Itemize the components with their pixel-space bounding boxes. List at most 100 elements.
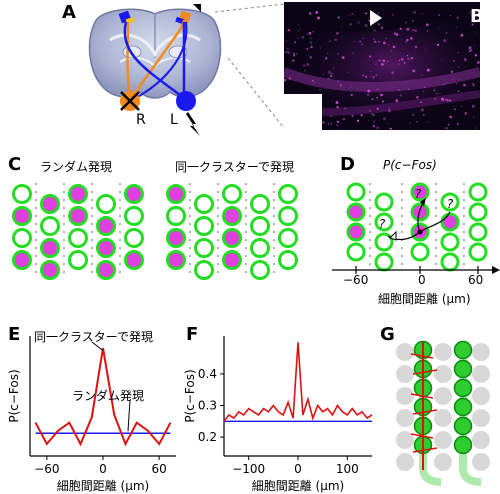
panel-letter-a: A (62, 2, 76, 23)
inactive-cell (468, 182, 488, 202)
connection-branch (410, 353, 434, 359)
active-cell (68, 184, 88, 204)
y-axis-label: P(c−Fos) (183, 369, 197, 422)
inactive-cell (194, 238, 214, 258)
axis-arrowhead (492, 266, 500, 274)
x-tick-label: −100 (232, 462, 265, 476)
inactive-cell (468, 222, 488, 242)
inactive-cell (124, 206, 144, 226)
connection-branch (410, 393, 434, 399)
x-tick-label: −60 (34, 462, 59, 476)
connection-branch (410, 433, 434, 439)
background-cell (472, 453, 490, 471)
arrowhead (420, 198, 426, 206)
y-tick-label: 0.4 (198, 367, 217, 381)
active-cell (124, 250, 144, 270)
y-tick-label: 0.2 (198, 430, 217, 444)
x-tick-label: 100 (336, 462, 359, 476)
x-tick-label: 0 (294, 462, 302, 476)
inactive-cell (250, 194, 270, 214)
active-cell (40, 194, 60, 214)
annotation-pointer (91, 341, 104, 352)
zoom-guide-top (214, 3, 285, 13)
title-cluster-expression: 同一クラスターで発現 (175, 160, 295, 174)
inactive-cell (194, 260, 214, 280)
inactive-cell (346, 242, 366, 262)
active-cell (96, 216, 116, 236)
active-cell (124, 184, 144, 204)
arrowhead (446, 206, 454, 214)
background-cell (396, 365, 414, 383)
background-cell (472, 387, 490, 405)
inactive-cell (278, 250, 298, 270)
background-cell (472, 431, 490, 449)
column-cell (453, 435, 473, 455)
inactive-cell (250, 260, 270, 280)
active-cell (440, 212, 460, 232)
cell-grid-cluster (166, 183, 298, 280)
column-cell (453, 416, 473, 436)
target-l-circle (176, 91, 196, 111)
distance-arc (419, 211, 451, 233)
active-cell (12, 206, 32, 226)
inactive-cell (96, 194, 116, 214)
active-cell (166, 250, 186, 270)
inactive-cell (410, 242, 430, 262)
title-random-expression: ランダム発現 (40, 160, 113, 174)
column-cell (453, 378, 473, 398)
inactive-cell (68, 250, 88, 270)
inactive-cell (222, 184, 242, 204)
arrowhead (389, 230, 397, 241)
panel-d-xtick-right: 60 (468, 273, 484, 287)
inactive-cell (166, 206, 186, 226)
inactive-cell (468, 202, 488, 222)
active-cell (96, 238, 116, 258)
inactive-cell (374, 212, 394, 232)
stimulation-bolt-icon (186, 112, 200, 136)
brain-schematic (88, 3, 285, 136)
label-r: R (136, 112, 146, 128)
connection-branch (412, 447, 438, 453)
annot-random-e: ランダム発現 (72, 389, 145, 403)
x-tick-label: 60 (152, 462, 167, 476)
chart-e: −60 0 60 P(c−Fos) 細胞間距離 (μm) (7, 336, 176, 493)
inactive-cell (12, 184, 32, 204)
cell-grid-distance: ??? (332, 182, 500, 274)
column-cell (453, 359, 473, 379)
x-tick-label: 0 (99, 462, 107, 476)
panel-letter-d: D (340, 154, 355, 175)
inactive-cell (278, 228, 298, 248)
active-cell (166, 228, 186, 248)
unknown-cell-marker: ? (379, 217, 386, 231)
panel-d-xtick-center: 0 (418, 273, 426, 287)
series-line-cluster (34, 347, 172, 447)
inactive-cell (440, 232, 460, 252)
inactive-cell (124, 228, 144, 248)
background-cell (434, 387, 452, 405)
cell-grid-random (12, 183, 144, 280)
active-cell (96, 260, 116, 280)
inactive-cell (68, 228, 88, 248)
panel-d-title: P(c−Fos) (383, 158, 437, 172)
active-cell (12, 250, 32, 270)
inactive-cell (194, 194, 214, 214)
active-cell (410, 202, 430, 222)
lesion-cross (120, 91, 140, 111)
panel-letter-f: F (186, 324, 199, 345)
background-cell (434, 365, 452, 383)
y-axis-label: P(c−Fos) (7, 369, 21, 422)
inactive-cell (40, 216, 60, 236)
panel-letter-c: C (8, 154, 22, 175)
connection-branch (412, 369, 438, 375)
column-cell (453, 397, 473, 417)
column-cell (453, 340, 473, 360)
active-cell (40, 238, 60, 258)
background-cell (396, 387, 414, 405)
column-schematic (396, 340, 490, 486)
active-cell (222, 206, 242, 226)
panel-d-xtick-left: −60 (343, 273, 369, 287)
x-axis-label: 細胞間距離 (μm) (57, 479, 150, 493)
x-axis-label: 細胞間距離 (μm) (252, 479, 345, 493)
active-cell (68, 206, 88, 226)
